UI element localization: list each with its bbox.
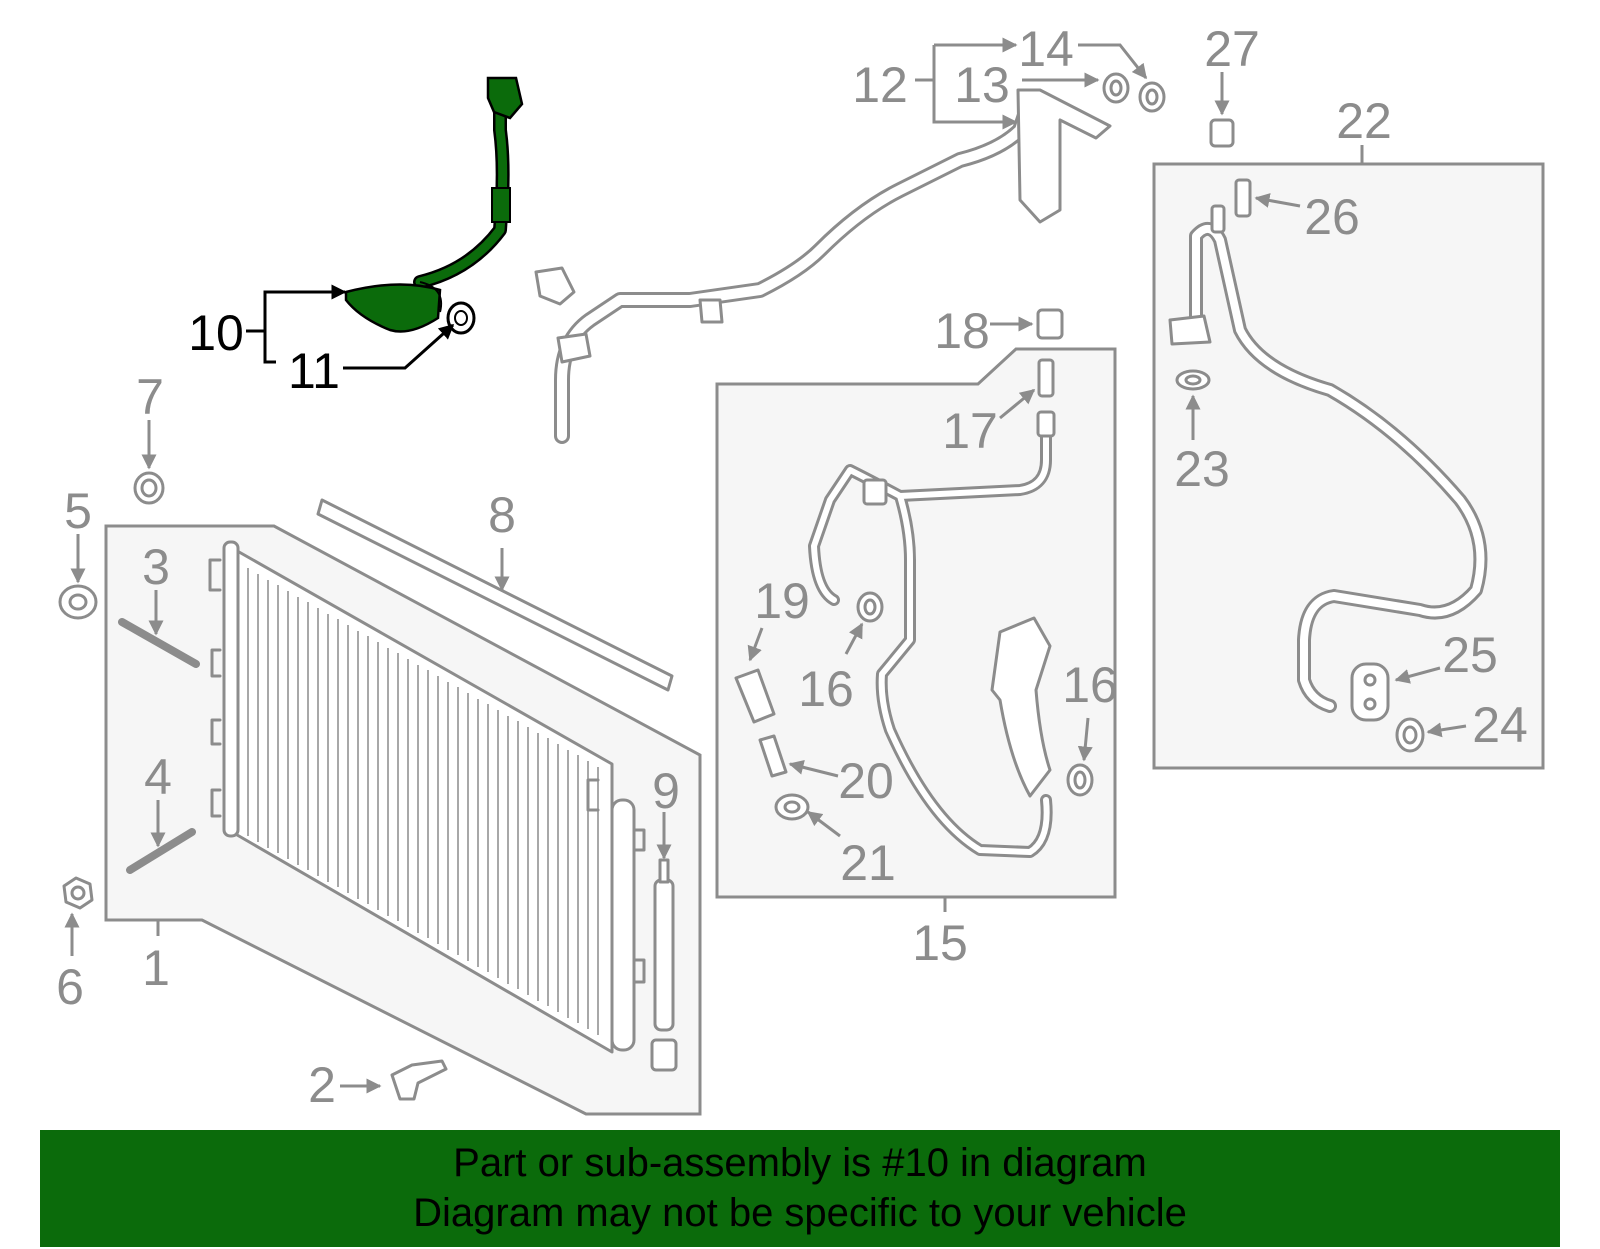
callout-15: 15 [912,915,968,971]
part-10-hose-highlighted [344,76,524,333]
part-11-oring [446,301,476,335]
part-18-cap [1036,308,1064,340]
callout-22: 22 [1336,93,1392,149]
part-20-valve [758,734,788,778]
callout-21: 21 [840,835,896,891]
banner-line-disclaimer: Diagram may not be specific to your vehi… [413,1191,1187,1235]
callout-5: 5 [64,483,92,539]
callout-27: 27 [1204,21,1260,77]
callout-10: 10 [188,305,244,361]
callout-26: 26 [1304,189,1360,245]
part-9-drier [650,858,678,1072]
callout-16-right: 16 [1062,657,1118,713]
callout-23: 23 [1174,441,1230,497]
callout-3: 3 [142,539,170,595]
callout-13: 13 [954,57,1010,113]
part-4-rod [126,828,196,874]
part-6-nut [62,876,94,910]
callout-17: 17 [942,403,998,459]
callout-8: 8 [488,487,516,543]
callout-labels: 1 2 3 4 5 6 7 8 9 10 11 12 13 14 15 16 1… [56,21,1528,1113]
part-5-nut [58,584,98,620]
part-2-bolt [390,1059,448,1101]
callout-7: 7 [136,369,164,425]
callout-18: 18 [934,303,990,359]
info-banner: Part or sub-assembly is #10 in diagram D… [40,1130,1560,1247]
part-15-hose [808,410,1056,858]
callout-16-left: 16 [798,661,854,717]
callout-2: 2 [308,1057,336,1113]
condenser [208,540,646,1054]
part-27-cap [1209,118,1235,148]
part-8-strip [316,498,674,692]
part-16-oring-left [856,591,884,623]
part-26-valve [1234,178,1252,218]
part-7-oring [133,471,165,505]
part-25-gasket [1350,662,1390,722]
part-13-oring [1102,72,1130,104]
callout-25: 25 [1442,627,1498,683]
part-21-seal [774,793,810,821]
part-19-switch [734,668,776,724]
callout-1: 1 [142,940,170,996]
callout-6: 6 [56,959,84,1015]
callout-9: 9 [652,763,680,819]
callout-19: 19 [754,573,810,629]
callout-11: 11 [288,343,340,399]
callout-4: 4 [144,749,172,805]
part-16-oring-right [1066,763,1094,797]
part-17-valve [1037,358,1055,398]
callout-12: 12 [852,57,908,113]
callout-24: 24 [1472,697,1528,753]
part-14-oring [1138,81,1166,113]
callout-20: 20 [838,753,894,809]
leader-lines [64,45,1467,1094]
banner-line-part-info: Part or sub-assembly is #10 in diagram [453,1141,1147,1185]
part-3-rod [118,618,200,668]
callout-14: 14 [1018,21,1074,77]
part-23-seal [1175,369,1211,391]
part-22-hose [1168,204,1488,713]
part-12-liquid-line [534,88,1112,444]
part-24-oring [1395,717,1425,753]
